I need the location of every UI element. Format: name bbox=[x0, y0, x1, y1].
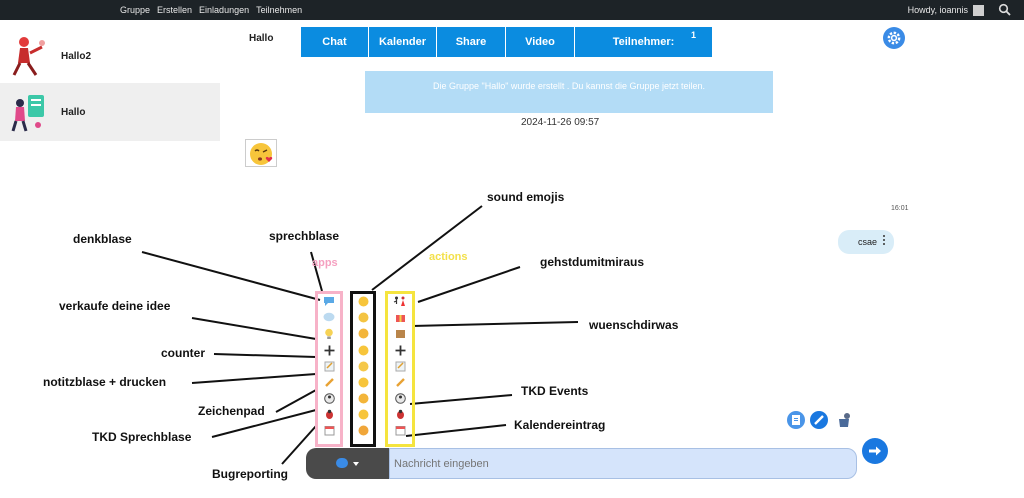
surprised-face-icon[interactable] bbox=[356, 409, 370, 424]
kissing-face-icon bbox=[250, 143, 273, 165]
chat-title: Hallo bbox=[249, 33, 274, 44]
annotation-verkaufe-deine-idee: verkaufe deine idee bbox=[59, 299, 171, 313]
menu-item-teilnehmen[interactable]: Teilnehmen bbox=[256, 5, 303, 15]
tab-share[interactable]: Share bbox=[437, 27, 506, 57]
send-button[interactable] bbox=[862, 438, 888, 464]
tab-label: Teilnehmer: bbox=[612, 36, 675, 48]
user-menu[interactable]: Howdy, ioannis bbox=[908, 0, 984, 20]
annotation-bugreporting: Bugreporting bbox=[212, 467, 288, 481]
chat-bubble-icon bbox=[336, 458, 348, 468]
notepad-icon[interactable] bbox=[322, 361, 336, 376]
message-input[interactable] bbox=[389, 448, 857, 479]
menu-item-gruppe[interactable]: Gruppe bbox=[120, 5, 151, 15]
pencil-icon[interactable] bbox=[393, 377, 407, 392]
sleepy-face-icon[interactable] bbox=[356, 361, 370, 376]
group-thumbnail-icon bbox=[12, 37, 45, 76]
tkd-button[interactable] bbox=[835, 411, 853, 429]
annotation-denkblase: denkblase bbox=[73, 232, 132, 246]
annotation-counter: counter bbox=[161, 346, 206, 360]
annotation-notitzblase: notitzblase + drucken bbox=[43, 375, 167, 389]
tab-label: Chat bbox=[322, 36, 347, 48]
message-text: csae bbox=[858, 237, 878, 247]
pencil-icon[interactable] bbox=[322, 377, 336, 392]
annotation-sprechblase: sprechblase bbox=[269, 229, 340, 243]
actions-column bbox=[385, 291, 415, 447]
message-time: 16:01 bbox=[891, 205, 909, 212]
lightbulb-icon[interactable] bbox=[322, 328, 336, 344]
laughing-face-icon[interactable] bbox=[356, 312, 370, 327]
emoji-menu-button[interactable] bbox=[306, 448, 390, 479]
dancing-couple-icon[interactable] bbox=[393, 296, 407, 311]
tab-video[interactable]: Video bbox=[506, 27, 575, 57]
plus-icon[interactable] bbox=[322, 345, 336, 360]
menu-item-einladungen[interactable]: Einladungen bbox=[199, 5, 250, 15]
kissing-face-icon[interactable] bbox=[356, 328, 370, 343]
thought-bubble-icon[interactable] bbox=[322, 312, 336, 326]
bug-icon[interactable] bbox=[322, 409, 336, 424]
search-icon[interactable] bbox=[998, 3, 1012, 17]
tongue-face-icon[interactable] bbox=[356, 393, 370, 408]
annotation-sound-emojis: sound emojis bbox=[487, 190, 565, 204]
tab-teilnehmer[interactable]: Teilnehmer: 1 bbox=[575, 27, 712, 57]
plus-icon[interactable] bbox=[393, 345, 407, 360]
sidebar-item-label: Hallo bbox=[61, 106, 86, 118]
package-icon[interactable] bbox=[393, 328, 407, 343]
bug-icon[interactable] bbox=[393, 409, 407, 424]
document-icon bbox=[792, 415, 800, 425]
sidebar-item-label: Hallo2 bbox=[61, 50, 92, 62]
kiss-emoji-message bbox=[245, 139, 277, 167]
draw-button[interactable] bbox=[810, 411, 828, 429]
menu-item-erstellen[interactable]: Erstellen bbox=[157, 5, 193, 15]
calendar-icon[interactable] bbox=[322, 425, 336, 440]
annotation-tkd-events: TKD Events bbox=[521, 384, 589, 398]
taekwondo-fighter-icon bbox=[839, 413, 850, 427]
annotation-tkd-sprechblase: TKD Sprechblase bbox=[92, 430, 192, 444]
tab-kalender[interactable]: Kalender bbox=[369, 27, 437, 57]
annotation-zeichenpad: Zeichenpad bbox=[198, 404, 265, 418]
thinking-face-icon[interactable] bbox=[356, 345, 370, 360]
admin-bar: Gruppe Erstellen Einladungen Teilnehmen … bbox=[0, 0, 1024, 20]
sidebar-item-hallo2[interactable]: Hallo2 bbox=[0, 27, 220, 85]
nerd-face-icon[interactable] bbox=[356, 377, 370, 392]
system-message-date: 2024-11-26 09:57 bbox=[521, 117, 600, 128]
chevron-down-icon bbox=[353, 462, 359, 466]
notepad-icon[interactable] bbox=[393, 361, 407, 376]
document-button[interactable] bbox=[787, 411, 805, 429]
sound-emojis-column bbox=[350, 291, 376, 447]
annotation-wuenschdirwas: wuenschdirwas bbox=[589, 318, 679, 332]
tab-label: Share bbox=[455, 36, 487, 48]
annotation-apps: apps bbox=[312, 257, 338, 269]
tab-label: Video bbox=[525, 36, 555, 48]
settings-button[interactable] bbox=[883, 27, 905, 49]
calendar-icon[interactable] bbox=[393, 425, 407, 440]
admin-menu: Gruppe Erstellen Einladungen Teilnehmen bbox=[120, 0, 309, 20]
howdy-text: Howdy, ioannis bbox=[907, 5, 968, 15]
angry-face-icon[interactable] bbox=[356, 425, 370, 440]
apps-column bbox=[315, 291, 343, 447]
annotation-kalendereintrag: Kalendereintrag bbox=[514, 418, 606, 432]
more-options-icon[interactable] bbox=[883, 235, 886, 247]
gift-icon[interactable] bbox=[393, 312, 407, 327]
tab-label: Kalender bbox=[378, 36, 427, 48]
annotation-actions: actions bbox=[429, 251, 468, 263]
brush-icon bbox=[814, 415, 824, 425]
system-message: Die Gruppe "Hallo" wurde erstellt . Du k… bbox=[365, 71, 773, 113]
participant-count-badge: 1 bbox=[690, 30, 696, 40]
chat-message-bubble[interactable]: csae bbox=[838, 230, 894, 254]
grinning-face-icon[interactable] bbox=[356, 296, 370, 311]
sidebar-item-hallo[interactable]: Hallo bbox=[0, 83, 220, 141]
gear-icon bbox=[887, 31, 901, 45]
tab-chat[interactable]: Chat bbox=[301, 27, 369, 57]
taekwondo-icon[interactable] bbox=[322, 393, 336, 408]
taekwondo-icon[interactable] bbox=[393, 393, 407, 408]
send-arrow-icon bbox=[869, 446, 881, 456]
avatar bbox=[973, 4, 984, 16]
speech-bubble-icon[interactable] bbox=[322, 296, 336, 311]
annotation-gehstdumitmiraus: gehstdumitmiraus bbox=[540, 255, 645, 269]
group-thumbnail-icon bbox=[11, 95, 44, 132]
